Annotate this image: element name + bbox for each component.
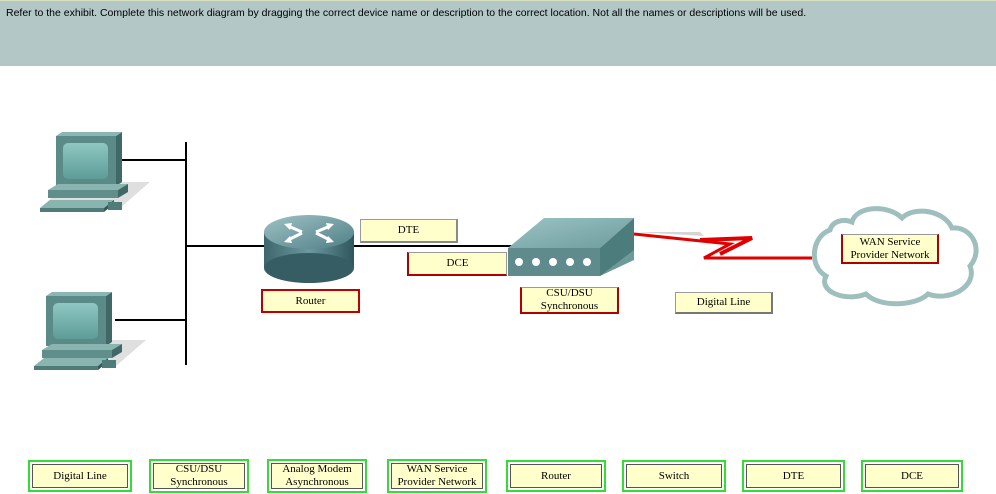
instructions-text: Refer to the exhibit. Complete this netw… bbox=[6, 7, 807, 19]
placed-digital-line-text: Digital Line bbox=[696, 296, 751, 308]
instructions-bar: Refer to the exhibit. Complete this netw… bbox=[0, 0, 996, 66]
placed-csu-dsu-label[interactable]: CSU/DSU Synchronous bbox=[520, 287, 619, 314]
option-csu-dsu[interactable]: CSU/DSU Synchronous bbox=[149, 459, 249, 493]
option-wan-service-line1: WAN Service bbox=[406, 463, 468, 475]
option-dce-label: DCE bbox=[865, 464, 959, 488]
placed-csu-dsu-line2: Synchronous bbox=[540, 300, 599, 312]
placed-router-label[interactable]: Router bbox=[261, 289, 360, 313]
placed-router-text: Router bbox=[295, 294, 326, 307]
option-dte-label: DTE bbox=[746, 464, 841, 488]
option-analog-modem-line1: Analog Modem bbox=[282, 463, 352, 475]
pc1-icon bbox=[40, 132, 150, 212]
option-switch-label: Switch bbox=[626, 464, 722, 488]
option-digital-line[interactable]: Digital Line bbox=[28, 460, 132, 492]
pc2-icon bbox=[34, 292, 146, 370]
option-dce-text: DCE bbox=[901, 469, 923, 482]
option-router[interactable]: Router bbox=[506, 460, 606, 492]
placed-dce-label[interactable]: DCE bbox=[407, 252, 507, 276]
placed-dce-text: DCE bbox=[446, 257, 469, 269]
option-wan-service-line2: Provider Network bbox=[397, 476, 477, 488]
option-digital-line-label: Digital Line bbox=[32, 464, 128, 488]
option-switch-text: Switch bbox=[658, 469, 690, 482]
option-csu-dsu-line2: Synchronous bbox=[170, 476, 228, 488]
option-analog-modem-label: Analog Modem Asynchronous bbox=[271, 463, 363, 489]
option-csu-dsu-label: CSU/DSU Synchronous bbox=[153, 463, 245, 489]
placed-wan-label[interactable]: WAN Service Provider Network bbox=[841, 234, 939, 264]
option-analog-modem-line2: Asynchronous bbox=[285, 476, 349, 488]
option-digital-line-text: Digital Line bbox=[53, 469, 107, 482]
option-router-label: Router bbox=[510, 464, 602, 488]
option-switch[interactable]: Switch bbox=[622, 460, 726, 492]
placed-csu-dsu-line1: CSU/DSU bbox=[546, 287, 593, 299]
digital-line-icon bbox=[633, 232, 812, 260]
option-router-text: Router bbox=[541, 469, 571, 482]
option-dte-text: DTE bbox=[782, 469, 805, 482]
placed-wan-line1: WAN Service bbox=[859, 235, 921, 248]
option-wan-service[interactable]: WAN Service Provider Network bbox=[387, 459, 487, 493]
placed-dte-label[interactable]: DTE bbox=[360, 219, 458, 243]
option-wan-service-label: WAN Service Provider Network bbox=[391, 463, 483, 489]
option-dce[interactable]: DCE bbox=[861, 460, 963, 492]
placed-digital-line-label[interactable]: Digital Line bbox=[675, 292, 773, 314]
csu-dsu-icon bbox=[508, 218, 634, 276]
router-icon bbox=[264, 215, 354, 283]
option-csu-dsu-line1: CSU/DSU bbox=[175, 463, 223, 475]
option-dte[interactable]: DTE bbox=[742, 460, 845, 492]
placed-dte-text: DTE bbox=[397, 224, 420, 236]
option-analog-modem[interactable]: Analog Modem Asynchronous bbox=[267, 459, 367, 493]
placed-wan-line2: Provider Network bbox=[850, 248, 930, 261]
